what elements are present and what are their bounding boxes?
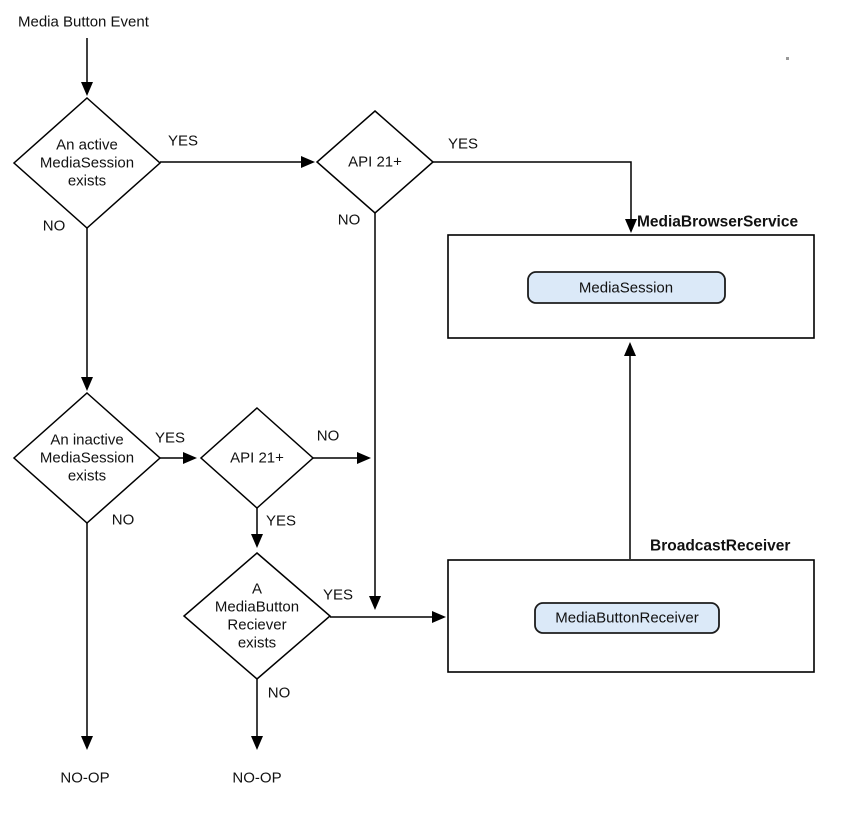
decision-mediabutton-reciever-shape <box>182 552 332 680</box>
broadcastreceiver-title: BroadcastReceiver <box>650 538 790 555</box>
decision-active-line3: exists <box>68 173 106 190</box>
label-api21-second-yes: YES <box>266 513 296 530</box>
label-api21-first-yes: YES <box>448 136 478 153</box>
decision-api21-first-shape <box>315 110 435 214</box>
decision-mbr-line1: A <box>252 581 262 598</box>
mediabuttonreceiver-label: MediaButtonReceiver <box>555 610 698 627</box>
decision-mediabutton-reciever: A MediaButton Reciever exists <box>182 552 332 680</box>
decision-inactive-mediasession-shape <box>12 391 162 525</box>
broadcastreceiver-box <box>447 559 815 673</box>
decision-inactive-line3: exists <box>68 468 106 485</box>
decision-api21-first: API 21+ <box>315 110 435 214</box>
edge-api21-yes-to-mediabrowserservice <box>433 161 637 233</box>
flow-edges <box>81 38 637 750</box>
decision-mbr-line3: Reciever <box>227 617 286 634</box>
decision-active-line2: MediaSession <box>40 155 134 172</box>
decision-active-line1: An active <box>56 137 118 154</box>
container-broadcastreceiver: BroadcastReceiver MediaButtonReceiver <box>447 538 815 673</box>
label-inactive-yes: YES <box>155 430 185 447</box>
container-mediabrowserservice: MediaBrowserService MediaSession <box>447 214 815 339</box>
decision-active-mediasession: An active MediaSession exists <box>12 96 162 230</box>
decision-mbr-line2: MediaButton <box>215 599 299 616</box>
decision-api21-second-label: API 21+ <box>230 450 284 467</box>
label-api21-second-no: NO <box>317 428 340 445</box>
decision-inactive-line1: An inactive <box>50 432 123 449</box>
decision-inactive-line2: MediaSession <box>40 450 134 467</box>
label-active-no: NO <box>43 218 66 235</box>
mediasession-box <box>527 271 726 304</box>
label-mbr-no: NO <box>268 685 291 702</box>
start-label: Media Button Event <box>18 14 150 31</box>
noop-left-label: NO-OP <box>60 770 109 787</box>
decision-inactive-mediasession: An inactive MediaSession exists <box>12 391 162 525</box>
mediabuttonreceiver-box <box>534 602 720 634</box>
decision-api21-second-shape <box>199 406 315 510</box>
decision-api21-second: API 21+ <box>199 406 315 510</box>
decision-mbr-line4: exists <box>238 635 276 652</box>
mediabrowserservice-title: MediaBrowserService <box>637 214 798 231</box>
noop-right-label: NO-OP <box>232 770 281 787</box>
label-api21-first-no: NO <box>338 212 361 229</box>
mediasession-label: MediaSession <box>579 280 673 297</box>
label-inactive-no: NO <box>112 512 135 529</box>
decision-active-mediasession-shape <box>12 96 162 230</box>
stray-pixel-artifact <box>786 57 789 60</box>
decision-api21-first-label: API 21+ <box>348 154 402 171</box>
label-active-yes: YES <box>168 133 198 150</box>
label-mbr-yes: YES <box>323 587 353 604</box>
